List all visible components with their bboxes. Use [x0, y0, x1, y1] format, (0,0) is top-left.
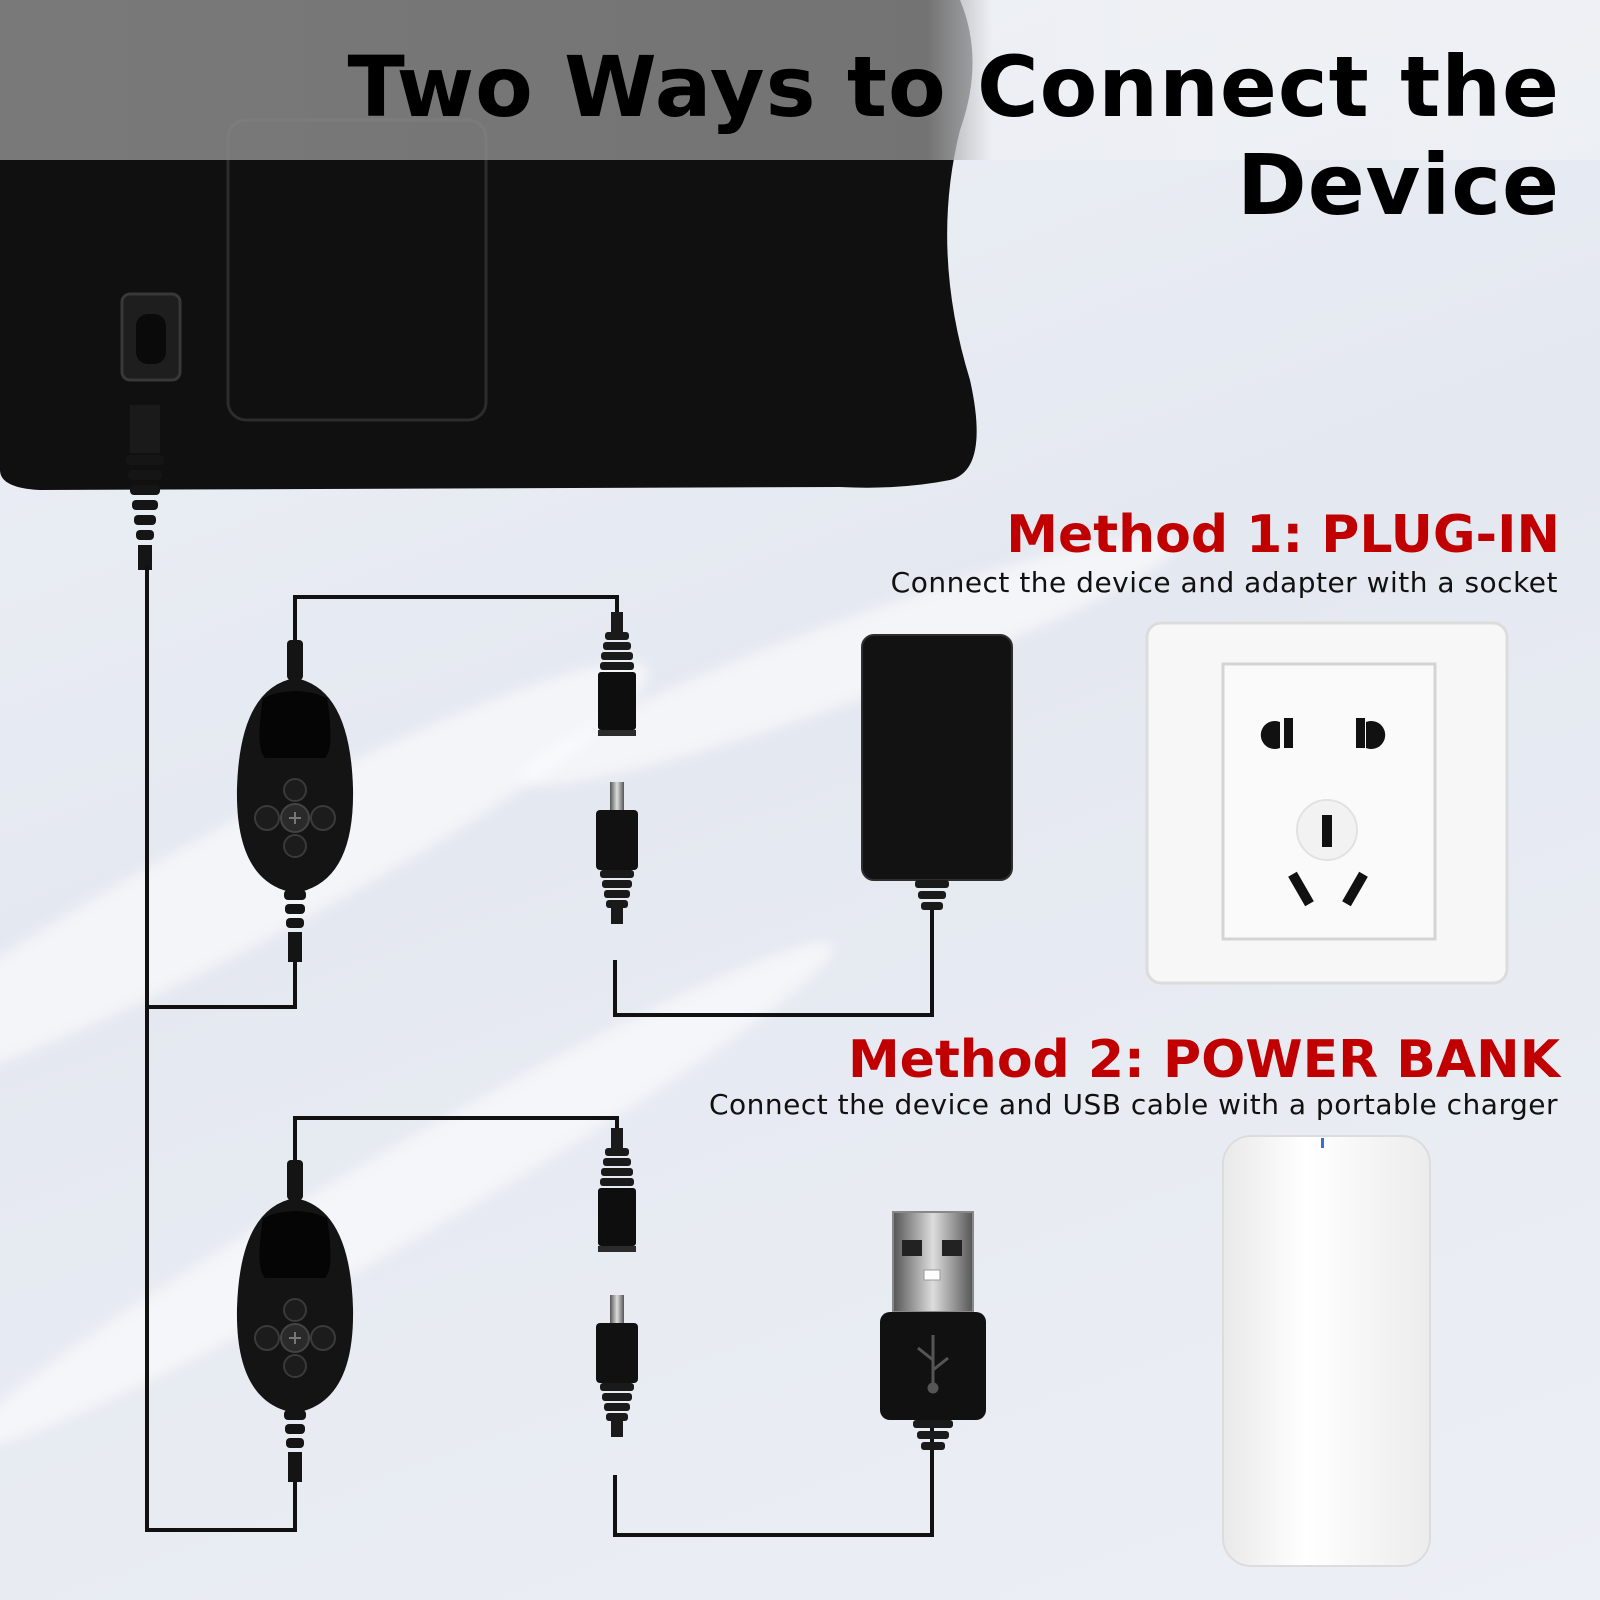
method-1-description: Connect the device and adapter with a so… — [890, 566, 1558, 599]
dc-female-connector-1 — [598, 612, 636, 736]
usb-plug — [880, 1211, 986, 1450]
controller-1 — [235, 640, 355, 962]
wall-socket — [1145, 621, 1509, 985]
method-2-heading: Method 2: POWER BANK — [847, 1030, 1560, 1090]
usb-symbol-icon — [917, 1335, 949, 1394]
dc-female-connector-2 — [598, 1128, 636, 1252]
cable-wiring — [145, 565, 934, 1537]
method-2-description: Connect the device and USB cable with a … — [708, 1088, 1558, 1121]
power-bank — [1222, 1135, 1431, 1567]
controller-2 — [235, 1160, 355, 1482]
power-bank-led — [1321, 1138, 1324, 1148]
power-adapter — [861, 634, 1013, 910]
pad-cable-connector — [126, 405, 164, 570]
dc-male-connector-1 — [596, 782, 638, 924]
dc-male-connector-2 — [596, 1295, 638, 1437]
page-title: Two Ways to Connect the Device — [347, 38, 1560, 234]
title-bar — [0, 0, 1600, 160]
method-1-heading: Method 1: PLUG-IN — [1006, 505, 1560, 565]
